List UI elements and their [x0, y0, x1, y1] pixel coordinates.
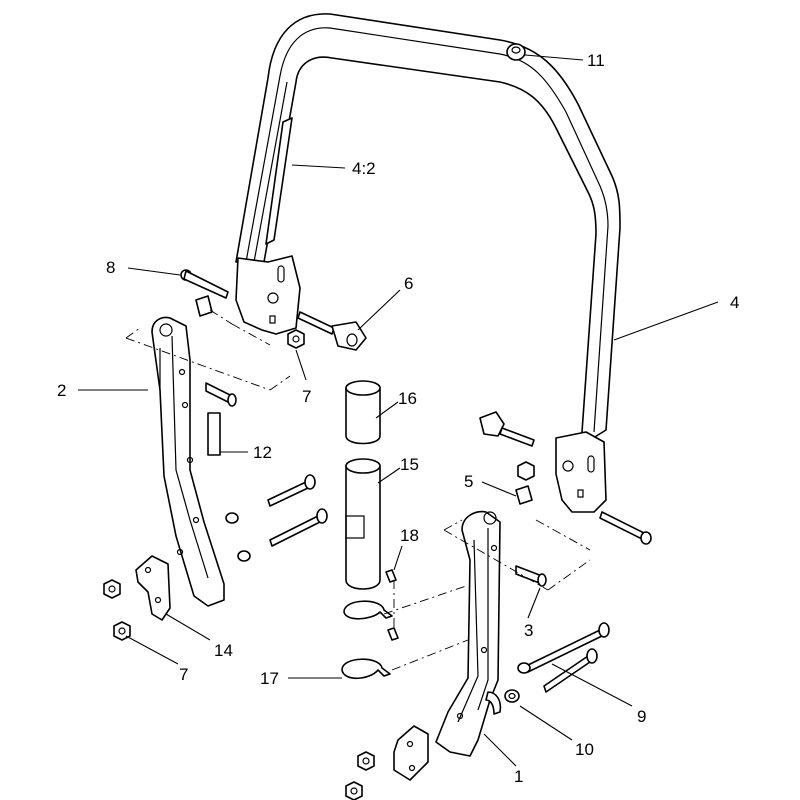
nut-7-right	[517, 461, 535, 481]
nut-left-lower	[113, 621, 131, 641]
callout-12: 12	[253, 443, 272, 462]
bolt-6-right	[479, 411, 535, 447]
screw-18-lower	[387, 627, 399, 641]
right-upright	[435, 510, 502, 757]
callout-16: 16	[398, 389, 417, 408]
right-bolts	[504, 622, 610, 703]
nut-right-lower	[345, 781, 363, 800]
callout-17: 17	[260, 669, 279, 688]
callout-3: 3	[524, 621, 533, 640]
assembly-lines-left	[125, 309, 291, 391]
tube-15	[345, 458, 381, 590]
cap-nut-11	[506, 43, 526, 61]
bolt-8-right	[599, 511, 652, 545]
right-clamp-plate	[393, 725, 429, 781]
bolt-6	[297, 311, 367, 351]
nut-7-top	[287, 329, 305, 349]
callout-9: 9	[637, 707, 646, 726]
screw-18-upper	[385, 569, 397, 583]
cap-16	[345, 380, 381, 445]
left-clamp-plate	[135, 555, 171, 621]
assembly-lines-center	[383, 580, 469, 671]
right-spacer	[515, 565, 547, 587]
bolt-8	[180, 269, 229, 299]
callout-11: 11	[587, 51, 605, 70]
nut-right-upper	[357, 751, 375, 771]
callout-4: 4	[730, 293, 739, 312]
leader-lines	[78, 54, 719, 767]
clamp-lower	[341, 658, 391, 680]
left-bolts	[225, 474, 328, 562]
callout-6: 6	[404, 274, 413, 293]
callout-1: 1	[514, 767, 523, 786]
callout-4-2: 4:2	[352, 159, 376, 178]
callout-2: 2	[57, 381, 66, 400]
nut-left-upper	[103, 579, 121, 599]
left-upright	[151, 316, 237, 607]
assembly-lines-right	[443, 519, 591, 591]
clamp-upper	[343, 600, 393, 620]
roll-bar	[235, 13, 621, 513]
callout-7-bottom: 7	[179, 665, 188, 684]
callout-14: 14	[214, 641, 233, 660]
callout-labels: 11 4:2 4 8 6 7 2 12 16 15 5 18 3 14 7 17…	[57, 51, 739, 786]
callout-15: 15	[400, 455, 419, 474]
callout-8: 8	[106, 258, 115, 277]
callout-18: 18	[400, 526, 419, 545]
callout-7-top: 7	[302, 387, 311, 406]
clip-nut-right	[515, 485, 533, 505]
callout-5: 5	[464, 472, 473, 491]
callout-10: 10	[575, 740, 594, 759]
clip-nut-left	[195, 295, 213, 317]
